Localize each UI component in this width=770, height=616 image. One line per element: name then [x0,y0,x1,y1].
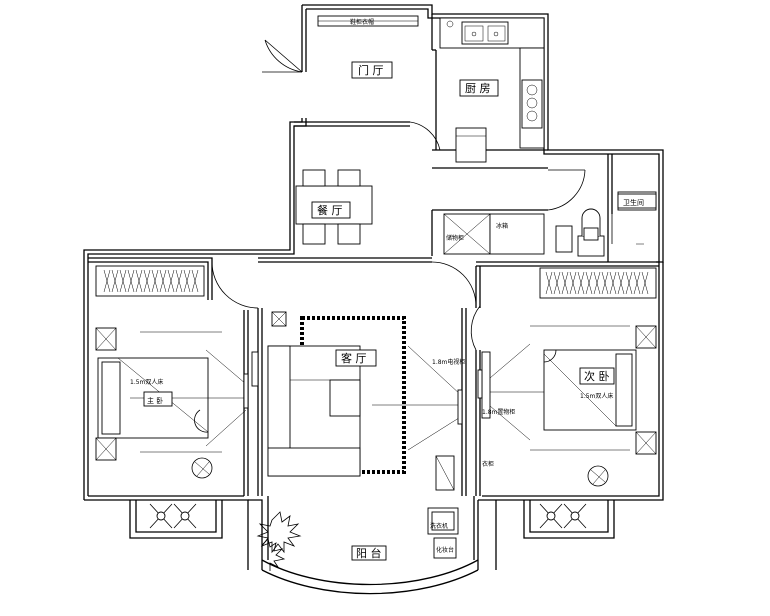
balcony-left [129,500,223,539]
living-room [267,305,491,491]
label-double-bed-master: 1.5m双人床 [130,378,163,386]
room-label-second: 次 卧 [584,369,610,383]
label-storage-cabinet: 储物柜 [446,234,464,242]
balcony-right [523,500,615,539]
balcony-main [256,496,479,595]
room-label-master: 主 卧 [147,396,163,405]
labels: 门 厅 鞋柜衣帽 厨 房 餐 厅 储物柜 冰箱 卫生间 客 厅 1.8m电视柜 … [130,18,657,561]
label-dressing: 化妆台 [436,546,454,554]
label-appliance: 冰箱 [496,222,508,230]
foyer-area [262,14,548,169]
label-shoe-cabinet: 鞋柜衣帽 [350,18,374,26]
room-label-kitchen: 厨 房 [465,82,491,95]
plant-icon [256,511,302,571]
label-shelf: 1.8m置物柜 [482,408,515,416]
kitchen-area [439,17,545,163]
room-label-living: 客 厅 [341,351,367,365]
outer-walls [83,4,664,570]
room-label-balcony: 阳 台 [356,546,382,560]
label-tv-cabinet: 1.8m电视柜 [432,358,465,366]
room-label-foyer: 门 厅 [358,63,384,77]
label-double-bed-second: 1.5m双人床 [580,392,613,400]
label-washer: 洗衣机 [430,522,448,530]
room-label-dining: 餐 厅 [317,203,343,217]
second-bedroom [489,267,657,487]
room-label-bathroom: 卫生间 [623,198,644,207]
label-closet: 衣柜 [482,460,494,468]
storage-block [443,213,573,255]
